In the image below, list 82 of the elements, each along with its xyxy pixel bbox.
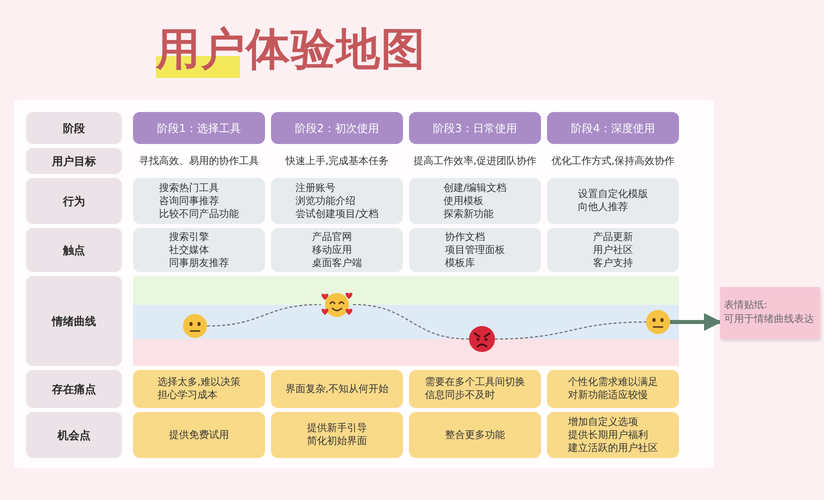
list-item-text: 整合更多功能 [445, 428, 505, 442]
row-header-label: 情绪曲线 [52, 314, 96, 328]
dashed-line [352, 304, 470, 340]
opportunity-card [133, 412, 265, 458]
stage-header-box [547, 112, 679, 144]
stage-title: 阶段2：初次使用 [295, 122, 379, 134]
list-item-text: 信息同步不及时 [425, 389, 495, 402]
list-item-text: 同事朋友推荐 [169, 256, 229, 270]
list-item-text: 个性化需求难以满足 [568, 376, 658, 389]
list-item-text: 界面复杂,不知从何开始 [285, 382, 389, 396]
row-header-box [26, 228, 122, 272]
list-item-text: 担心学习成本 [157, 389, 218, 402]
list-item-text: 使用模板 [443, 194, 484, 208]
stage-header-box [271, 112, 403, 144]
list-item-text: 项目管理面板 [445, 244, 505, 256]
goal-text: 寻找高效、易用的协作工具 [139, 154, 259, 168]
row-header-label: 机会点 [58, 428, 90, 442]
list-item-text: 比较不同产品功能 [159, 208, 239, 220]
row-header-box [26, 112, 122, 144]
list-item-text: 搜索引擎 [169, 230, 209, 244]
goal-text: 提高工作效率,促进团队协作 [413, 154, 537, 168]
list-item-text: 尝试创建项目/文档 [295, 208, 379, 220]
list-item-text: 需要在多个工具间切换 [425, 376, 525, 389]
opportunity-card [271, 412, 403, 458]
neutral-face-icon [183, 314, 207, 338]
list-item-text: 选择太多,难以决策 [157, 376, 241, 389]
list-item-text: 用户社区 [593, 244, 633, 256]
pain-point-card [409, 370, 541, 408]
list-item-text: 搜索热门工具 [159, 182, 219, 194]
list-item-text: 移动应用 [312, 244, 352, 256]
row-header-label: 触点 [63, 244, 85, 256]
list-item-text: 简化初始界面 [307, 435, 367, 448]
sticky-note [720, 287, 820, 339]
row-header-box [26, 148, 122, 174]
stage-header-box [409, 112, 541, 144]
arrow [670, 313, 722, 331]
list-item-text: 探索新功能 [443, 208, 494, 220]
row-header-label: 存在痛点 [52, 382, 96, 396]
list-item-text: 向他人推荐 [578, 201, 628, 214]
pain-point-card [271, 370, 403, 408]
list-item-text: 产品官网 [312, 230, 352, 244]
list-item-text: 创建/编辑文档 [443, 182, 507, 194]
list-item-text: 设置自定化模版 [578, 188, 648, 201]
list-item-text: 提供长期用户福利 [568, 428, 648, 442]
list-item-text: 浏览功能介绍 [295, 194, 356, 208]
list-item-text: 建立活跃的用户社区 [568, 442, 658, 454]
list-item-text: 提供免费试用 [169, 428, 229, 442]
list-item-text: 增加自定义选项 [568, 416, 638, 428]
stage-header-box [133, 112, 265, 144]
angry-face-icon [469, 326, 495, 352]
pain-point-card [547, 370, 679, 408]
goal-text: 优化工作方式,保持高效协作 [551, 154, 675, 168]
list-item-text: 对新功能适应较慢 [568, 389, 648, 402]
stage-title: 阶段3：日常使用 [433, 122, 517, 134]
opportunity-card [547, 412, 679, 458]
list-item-text: 桌面客户端 [312, 256, 362, 270]
pain-point-card [133, 370, 265, 408]
list-item-text: 提供新手引导 [307, 422, 367, 435]
opportunity-card [409, 412, 541, 458]
stage-title: 阶段4：深度使用 [571, 122, 655, 134]
smiling-face-hearts-icon [321, 292, 353, 317]
row-header-label: 阶段 [63, 122, 85, 134]
neutral-face-icon [646, 310, 670, 334]
list-item-text: 社交媒体 [169, 244, 209, 256]
row-header-box [26, 412, 122, 458]
row-header-box [26, 276, 122, 366]
goal-text: 快速上手,完成基本任务 [285, 154, 389, 168]
row-header-label: 行为 [63, 194, 85, 208]
list-item-text: 协作文档 [445, 230, 485, 244]
row-header-box [26, 370, 122, 408]
list-item-text: 模板库 [445, 256, 475, 270]
list-item-text: 注册账号 [295, 182, 336, 194]
dashed-line [494, 321, 646, 340]
list-item-text: 客户支持 [593, 256, 633, 270]
row-header-label: 用户目标 [52, 154, 96, 168]
stage-title: 阶段1：选择工具 [157, 122, 241, 134]
note-text: 表情贴纸: [724, 299, 768, 313]
dashed-line [206, 304, 322, 327]
list-item-text: 咨询同事推荐 [159, 194, 219, 208]
list-item-text: 产品更新 [593, 230, 633, 244]
row-header-box [26, 178, 122, 224]
note-text: 可用于情绪曲线表达 [724, 313, 814, 327]
